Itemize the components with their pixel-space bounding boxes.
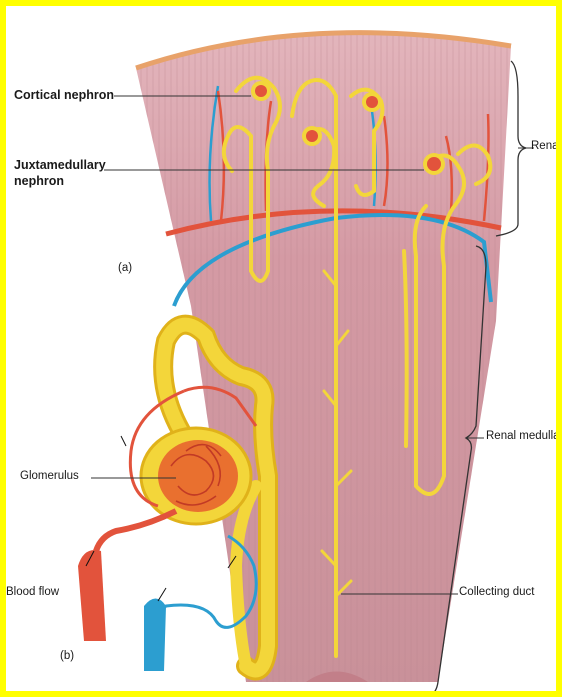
label-renal-medulla: Renal medulla [486, 430, 556, 443]
label-glomerulus: Glomerulus [20, 470, 79, 483]
label-blood-flow: Blood flow [6, 586, 59, 599]
label-renal-cortex: Rena [531, 140, 556, 153]
figure-frame: Cortical nephron Juxtamedullary nephron … [6, 6, 556, 691]
label-panel-b: (b) [60, 650, 74, 663]
label-juxtamedullary-line2: nephron [14, 174, 64, 188]
renal-vein-segment [144, 599, 166, 672]
enlarged-nephron [96, 325, 268, 671]
label-juxtamedullary-line1: Juxtamedullary [14, 158, 106, 172]
label-cortical-nephron: Cortical nephron [14, 88, 114, 102]
label-collecting-duct: Collecting duct [459, 586, 534, 599]
renal-artery-segment [78, 550, 106, 641]
label-panel-a: (a) [118, 262, 132, 275]
